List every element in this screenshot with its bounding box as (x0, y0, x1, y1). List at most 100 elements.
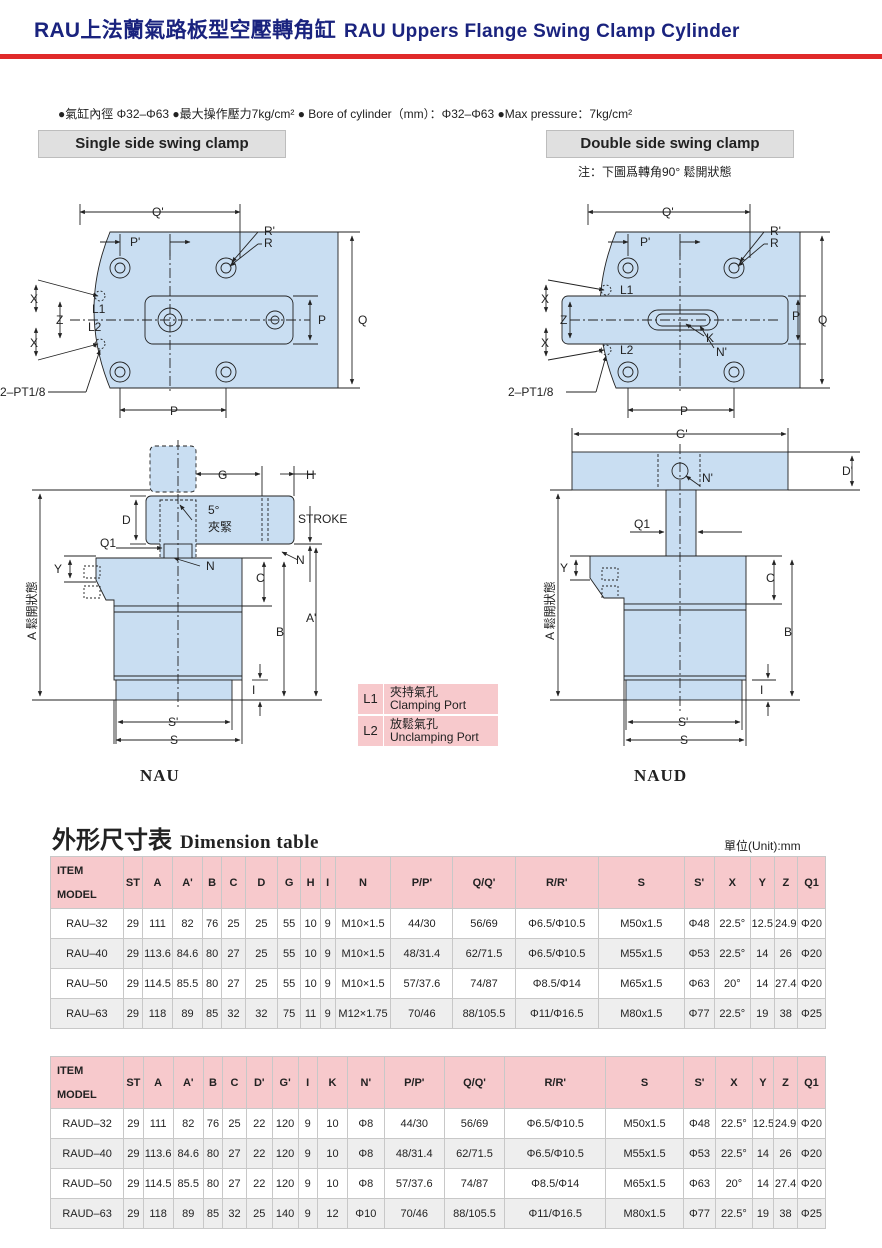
table-cell: 74/87 (443, 1168, 506, 1199)
column-header: Q1 (797, 856, 826, 909)
table-cell: 22 (245, 1108, 273, 1139)
column-header: A' (172, 1056, 204, 1109)
column-header: S' (683, 856, 715, 909)
column-header: S (598, 856, 685, 909)
table-cell: 84.6 (172, 1138, 204, 1169)
table-cell: 55 (276, 968, 302, 999)
unit-label: 單位(Unit):mm (724, 839, 801, 853)
table-cell: Φ53 (683, 938, 715, 969)
table-cell: 9 (297, 1198, 318, 1229)
naud-q-label: Q (818, 313, 827, 327)
double-side-label: Double side swing clamp (546, 130, 794, 158)
table-cell: Φ63 (683, 968, 715, 999)
column-header: ST (123, 1056, 144, 1109)
table-cell: 27 (221, 938, 246, 969)
table-cell: 27.4 (773, 1168, 798, 1199)
legend-l2-en: Unclamping Port (390, 730, 479, 744)
model-cell: RAUD–40 (49, 1138, 125, 1169)
table-cell: 25 (221, 908, 246, 939)
column-header: P/P' (390, 856, 454, 909)
naud-k-label: K (706, 331, 714, 345)
table-cell: Φ6.5/Φ10.5 (504, 1138, 607, 1169)
table-cell: 29 (123, 1138, 144, 1169)
legend-l2-text: 放鬆氣孔 Unclamping Port (384, 716, 479, 746)
table-cell: Φ8 (347, 1108, 385, 1139)
model-label: MODEL (57, 888, 97, 901)
table-cell: 120 (271, 1138, 299, 1169)
nau-q-prime-label: Q' (152, 205, 164, 219)
table-cell: 14 (751, 1138, 775, 1169)
table-cell: Φ6.5/Φ10.5 (514, 908, 600, 939)
table-cell: 62/71.5 (452, 938, 516, 969)
table-cell: 27 (222, 1138, 247, 1169)
model-cell: RAUD–32 (49, 1108, 125, 1139)
column-header: X (713, 856, 751, 909)
naud-l1-label: L1 (620, 283, 634, 297)
table-cell: Φ63 (682, 1168, 717, 1199)
technical-drawings: Q' P' R' R P Q X X Z L1 L2 2–PT1/8 P G H… (0, 204, 860, 747)
table-cell: 24.9 (773, 1108, 798, 1139)
table-cell: 38 (773, 1198, 798, 1229)
table-cell: 76 (201, 908, 223, 939)
nau-a-prime-label: A' (306, 611, 316, 625)
nau-n-label: N (206, 559, 215, 573)
nau-q1-label: Q1 (100, 536, 116, 550)
nau-b-label: B (276, 625, 284, 639)
table-cell: 70/46 (390, 998, 454, 1029)
table-cell: Φ20 (796, 1138, 827, 1169)
table-cell: 29 (123, 1168, 144, 1199)
table-cell: 25 (244, 938, 278, 969)
spec-line: ●氣缸內徑 Φ32–Φ63 ●最大操作壓力7kg/cm² ● Bore of c… (58, 107, 633, 121)
table-cell: 29 (122, 968, 144, 999)
table-cell: 82 (172, 908, 203, 939)
column-header: Q1 (796, 1056, 827, 1109)
column-header: R/R' (504, 1056, 607, 1109)
column-header: G (276, 856, 302, 909)
port-legend: L1 夾持氣孔 Clamping Port L2 放鬆氣孔 Unclamping… (358, 684, 498, 748)
table-cell: 44/30 (390, 908, 454, 939)
table-cell: Φ20 (796, 1168, 827, 1199)
naud-p-label-right: P (792, 309, 800, 323)
naud-r-prime-label: R' (770, 224, 781, 238)
table-cell: 22.5° (713, 998, 751, 1029)
nau-n-label-right: N (296, 553, 305, 567)
table-cell: 25 (244, 908, 278, 939)
model-cell: RAU–32 (50, 908, 124, 939)
table-cell: 111 (142, 908, 174, 939)
column-header: Y (749, 856, 775, 909)
nau-s-label: S (170, 733, 178, 747)
nau-h-label: H (306, 468, 315, 482)
column-header: A (142, 1056, 174, 1109)
naud-b-label: B (784, 625, 792, 639)
nau-q-label: Q (358, 313, 367, 327)
table-cell: M50x1.5 (605, 1108, 684, 1139)
table-cell: 12.5 (751, 1108, 775, 1139)
model-label: MODEL (57, 1088, 97, 1101)
table-cell: 14 (749, 968, 775, 999)
table-cell: 22 (245, 1168, 273, 1199)
table-cell: 113.6 (142, 1138, 174, 1169)
table-cell: 19 (749, 998, 775, 1029)
table-cell: M10×1.5 (334, 908, 392, 939)
table-cell: 56/69 (452, 908, 516, 939)
column-header: S (605, 1056, 684, 1109)
table-cell: 22.5° (715, 1198, 753, 1229)
naud-i-label: I (760, 683, 763, 697)
table-cell: Φ6.5/Φ10.5 (504, 1108, 607, 1139)
table-cell: Φ11/Φ16.5 (504, 1198, 607, 1229)
nau-l2-label: L2 (88, 320, 102, 334)
table-cell: 32 (222, 1198, 247, 1229)
table-cell: M55x1.5 (598, 938, 685, 969)
nau-d-label: D (122, 513, 131, 527)
table-cell: Φ11/Φ16.5 (514, 998, 600, 1029)
table-cell: 114.5 (142, 1168, 174, 1199)
table-cell: 22.5° (713, 938, 751, 969)
table-cell: 12 (316, 1198, 349, 1229)
nau-a-side-label: A 鬆開狀態 (24, 581, 39, 640)
column-header: I (297, 1056, 318, 1109)
column-header: D' (245, 1056, 273, 1109)
table-cell: 29 (122, 938, 144, 969)
